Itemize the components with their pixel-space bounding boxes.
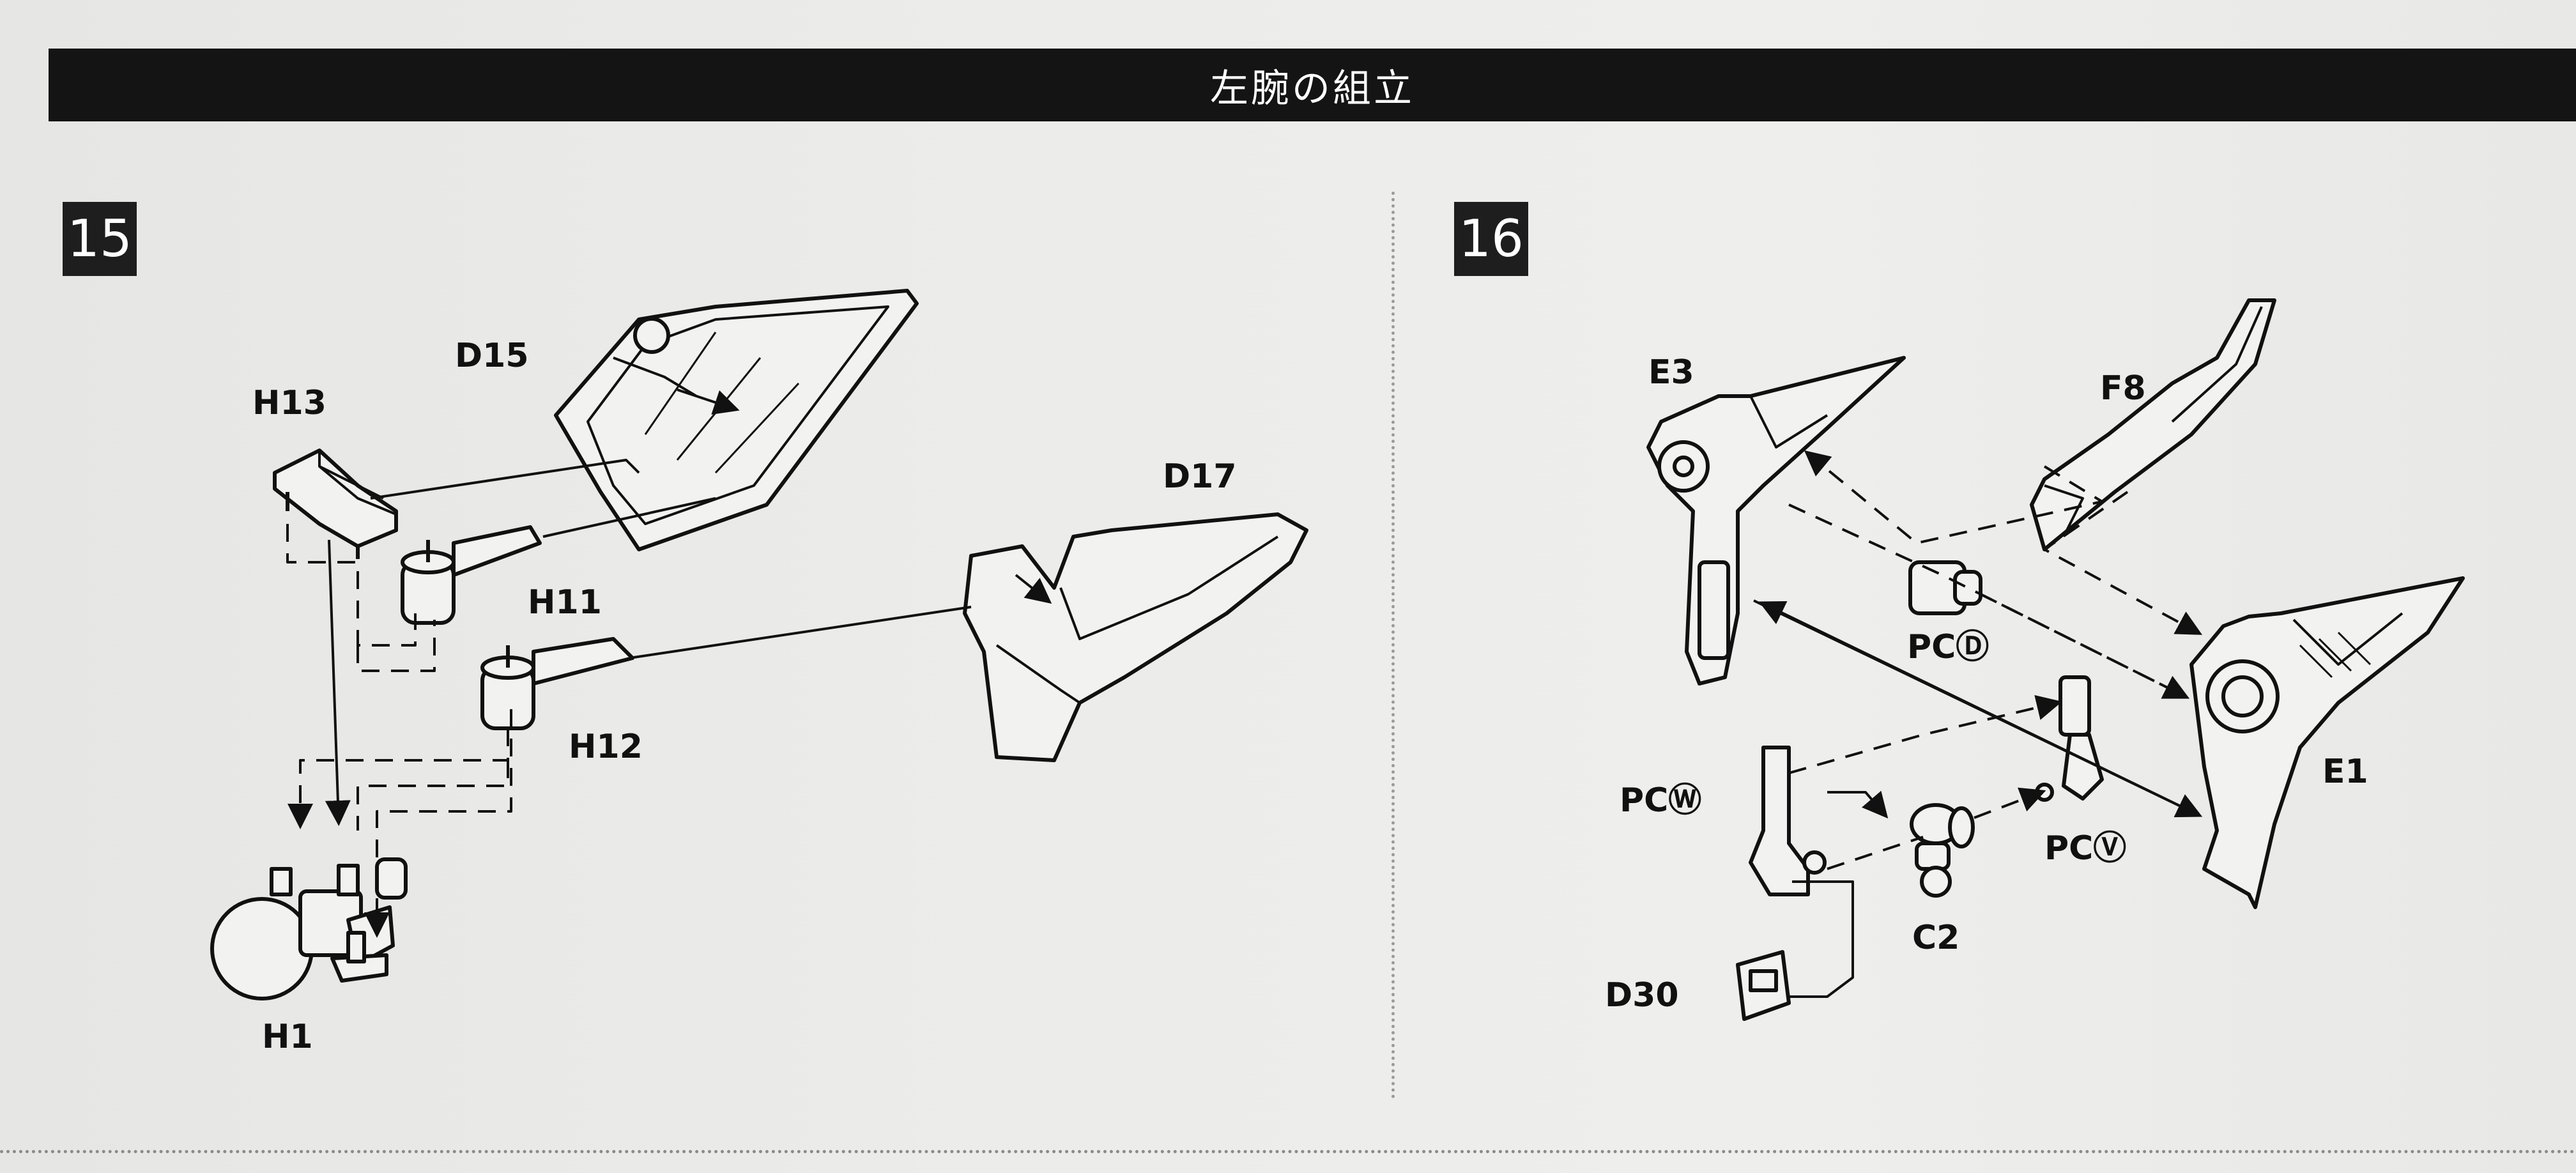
label-d15: D15 [455, 337, 529, 375]
part-f8 [2030, 298, 2276, 551]
part-d15 [554, 289, 919, 551]
label-pc-d: PCⒹ [1907, 628, 1989, 666]
part-pc-w [1749, 746, 1827, 896]
part-h13 [273, 448, 398, 559]
part-c2 [1910, 803, 1975, 898]
label-c2: C2 [1912, 919, 1959, 957]
label-e3: E3 [1648, 353, 1694, 392]
step15-diagram [210, 289, 1308, 1000]
part-pc-v [2035, 675, 2104, 802]
label-h13: H13 [252, 384, 326, 422]
part-d17 [963, 512, 1308, 762]
bottom-dotted-rule [0, 1150, 2576, 1153]
title-bar: 左腕の組立 [49, 49, 2576, 121]
label-e1: E1 [2322, 753, 2368, 791]
label-d17: D17 [1163, 457, 1237, 496]
label-h11: H11 [528, 583, 602, 622]
step16-diagram [1646, 298, 2465, 1021]
part-d30 [1736, 950, 1791, 1021]
part-h12 [480, 637, 634, 730]
label-h12: H12 [569, 728, 643, 766]
part-h11 [401, 525, 542, 625]
part-pc-d [1908, 560, 1982, 615]
page-title: 左腕の組立 [1210, 66, 1414, 111]
label-d30: D30 [1605, 976, 1679, 1015]
label-h1: H1 [262, 1018, 313, 1056]
label-pc-w: PCⓌ [1620, 781, 1701, 820]
part-e1 [2189, 576, 2465, 909]
part-e3 [1646, 356, 1906, 686]
step-number-15: 15 [63, 202, 137, 276]
step-number-16: 16 [1454, 202, 1528, 276]
label-pc-v: PCⓋ [2044, 829, 2126, 868]
step-divider [1392, 192, 1395, 1099]
label-f8: F8 [2100, 369, 2146, 408]
